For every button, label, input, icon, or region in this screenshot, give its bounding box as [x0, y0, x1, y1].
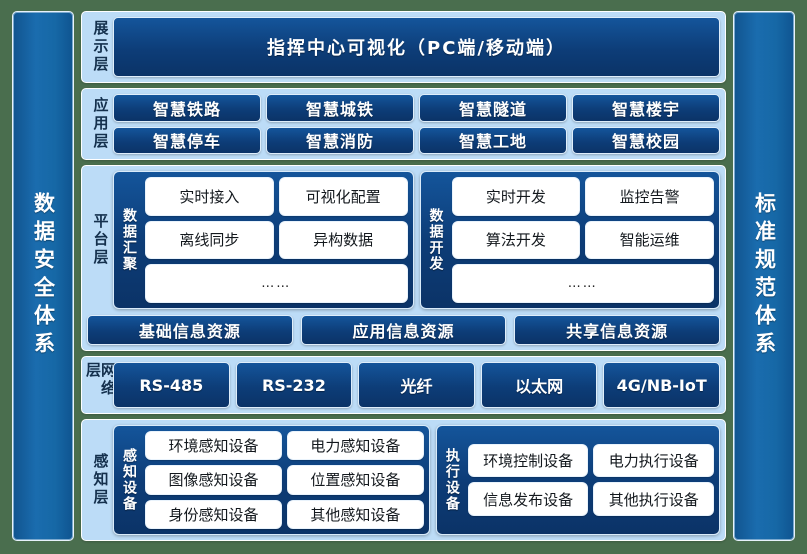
- module-title-data-development: 数据开发: [426, 177, 446, 303]
- layer-application: 应用层 智慧铁路 智慧城铁 智慧隧道 智慧楼宇 智慧停车 智慧消防 智慧工地 智…: [81, 88, 726, 160]
- sense-item-power[interactable]: 电力感知设备: [286, 431, 424, 461]
- layer-label-application: 应用层: [87, 94, 113, 154]
- app-item-smart-urban-rail[interactable]: 智慧城铁: [266, 94, 414, 122]
- sense-item-location[interactable]: 位置感知设备: [286, 465, 424, 495]
- application-body: 智慧铁路 智慧城铁 智慧隧道 智慧楼宇 智慧停车 智慧消防 智慧工地 智慧校园: [113, 94, 720, 154]
- resource-shared-information[interactable]: 共享信息资源: [514, 315, 720, 345]
- layer-label-perception: 感知层: [87, 425, 113, 535]
- layer-presentation: 展示层 指挥中心可视化（PC端/移动端）: [81, 11, 726, 83]
- network-item-fiber[interactable]: 光纤: [358, 362, 475, 408]
- layer-stack: 展示层 指挥中心可视化（PC端/移动端） 应用层 智慧铁路 智慧城铁 智慧隧道 …: [81, 11, 726, 541]
- module-title-sensing-devices: 感知设备: [119, 431, 139, 529]
- perception-main: 感知设备 环境感知设备 电力感知设备 图像感知设备 位置感知设备 身份感知设备 …: [113, 425, 720, 535]
- module-title-data-aggregation: 数据汇聚: [119, 177, 139, 303]
- module-data-aggregation: 数据汇聚 实时接入 可视化配置 离线同步 异构数据 ……: [113, 171, 414, 309]
- layer-label-application-text: 应用层: [91, 97, 110, 151]
- layer-label-network: 网络层: [84, 362, 117, 408]
- agg-item-visual-config[interactable]: 可视化配置: [278, 177, 408, 216]
- layer-network: 网络层 RS-485 RS-232 光纤 以太网 4G/NB-IoT: [81, 356, 726, 414]
- resource-basic-information[interactable]: 基础信息资源: [87, 315, 293, 345]
- agg-item-more[interactable]: ……: [145, 264, 408, 303]
- app-item-smart-building[interactable]: 智慧楼宇: [572, 94, 720, 122]
- module-data-development: 数据开发 实时开发 监控告警 算法开发 智能运维 ……: [419, 171, 720, 309]
- platform-resources-row: 基础信息资源 应用信息资源 共享信息资源: [87, 315, 720, 345]
- layer-label-presentation-text: 展示层: [91, 20, 110, 74]
- actuator-item-information-release[interactable]: 信息发布设备: [467, 482, 589, 517]
- module-title-actuator-devices-text: 执行设备: [443, 448, 460, 512]
- right-pillar-label: 标准规范体系: [752, 192, 777, 360]
- network-item-rs232[interactable]: RS-232: [235, 362, 353, 408]
- right-pillar-standards: 标准规范体系: [733, 11, 795, 541]
- layer-label-platform: 平台层: [87, 171, 113, 309]
- module-actuator-devices: 执行设备 环境控制设备 电力执行设备 信息发布设备 其他执行设备: [435, 425, 720, 535]
- layer-platform: 平台层 数据汇聚 实时接入 可视化配置 离线同步 异构数据 ……: [81, 165, 726, 351]
- dev-item-intelligent-ops[interactable]: 智能运维: [585, 220, 714, 260]
- app-item-smart-campus[interactable]: 智慧校园: [572, 126, 720, 154]
- dev-item-realtime-development[interactable]: 实时开发: [451, 177, 581, 216]
- actuator-item-other[interactable]: 其他执行设备: [593, 482, 714, 517]
- network-item-ethernet[interactable]: 以太网: [480, 362, 598, 408]
- resource-application-information[interactable]: 应用信息资源: [300, 315, 507, 345]
- network-body: RS-485 RS-232 光纤 以太网 4G/NB-IoT: [113, 362, 720, 408]
- module-title-sensing-devices-text: 感知设备: [121, 448, 137, 512]
- presentation-body: 指挥中心可视化（PC端/移动端）: [113, 17, 720, 77]
- agg-item-realtime-ingest[interactable]: 实时接入: [145, 177, 274, 216]
- agg-item-heterogeneous-data[interactable]: 异构数据: [278, 220, 408, 260]
- module-grid-actuator-devices: 环境控制设备 电力执行设备 信息发布设备 其他执行设备: [467, 443, 714, 517]
- layer-perception: 感知层 感知设备 环境感知设备 电力感知设备 图像感知设备 位置感知设备: [81, 419, 726, 541]
- layer-label-network-text: 网络层: [84, 362, 117, 398]
- application-grid: 智慧铁路 智慧城铁 智慧隧道 智慧楼宇 智慧停车 智慧消防 智慧工地 智慧校园: [113, 94, 720, 154]
- actuator-item-power-execution[interactable]: 电力执行设备: [593, 443, 714, 478]
- module-sensing-devices: 感知设备 环境感知设备 电力感知设备 图像感知设备 位置感知设备 身份感知设备 …: [113, 425, 430, 535]
- module-title-actuator-devices: 执行设备: [442, 448, 462, 512]
- presentation-banner[interactable]: 指挥中心可视化（PC端/移动端）: [113, 17, 720, 77]
- layer-label-perception-text: 感知层: [91, 453, 110, 507]
- module-grid-data-development: 实时开发 监控告警 算法开发 智能运维 ……: [451, 177, 714, 303]
- dev-item-monitoring-alerts[interactable]: 监控告警: [585, 177, 714, 216]
- app-item-smart-parking[interactable]: 智慧停车: [113, 126, 261, 154]
- sense-item-image[interactable]: 图像感知设备: [145, 465, 282, 495]
- module-grid-sensing-devices: 环境感知设备 电力感知设备 图像感知设备 位置感知设备 身份感知设备 其他感知设…: [145, 431, 424, 529]
- sense-item-other[interactable]: 其他感知设备: [286, 499, 424, 529]
- agg-item-offline-sync[interactable]: 离线同步: [145, 220, 274, 260]
- sense-item-identity[interactable]: 身份感知设备: [145, 499, 282, 529]
- network-item-4g-nbiot[interactable]: 4G/NB-IoT: [603, 362, 720, 408]
- sense-item-environment[interactable]: 环境感知设备: [145, 431, 282, 461]
- perception-body: 感知设备 环境感知设备 电力感知设备 图像感知设备 位置感知设备 身份感知设备 …: [113, 425, 720, 535]
- platform-modules-row: 平台层 数据汇聚 实时接入 可视化配置 离线同步 异构数据 ……: [87, 171, 720, 309]
- actuator-item-environment-control[interactable]: 环境控制设备: [467, 443, 589, 478]
- left-pillar-label: 数据安全体系: [31, 192, 56, 360]
- network-item-rs485[interactable]: RS-485: [113, 362, 230, 408]
- module-title-data-development-text: 数据开发: [427, 208, 444, 272]
- module-grid-data-aggregation: 实时接入 可视化配置 离线同步 异构数据 ……: [145, 177, 408, 303]
- app-item-smart-railway[interactable]: 智慧铁路: [113, 94, 261, 122]
- layer-label-platform-text: 平台层: [91, 213, 110, 267]
- app-item-smart-firefighting[interactable]: 智慧消防: [266, 126, 414, 154]
- app-item-smart-tunnel[interactable]: 智慧隧道: [419, 94, 567, 122]
- app-item-smart-construction-site[interactable]: 智慧工地: [419, 126, 567, 154]
- dev-item-more[interactable]: ……: [451, 264, 714, 303]
- module-title-data-aggregation-text: 数据汇聚: [121, 208, 137, 272]
- left-pillar-data-security: 数据安全体系: [12, 11, 74, 541]
- dev-item-algorithm-development[interactable]: 算法开发: [451, 220, 581, 260]
- platform-main: 数据汇聚 实时接入 可视化配置 离线同步 异构数据 …… 数: [113, 171, 720, 309]
- layer-label-presentation: 展示层: [87, 17, 113, 77]
- network-grid: RS-485 RS-232 光纤 以太网 4G/NB-IoT: [113, 362, 720, 408]
